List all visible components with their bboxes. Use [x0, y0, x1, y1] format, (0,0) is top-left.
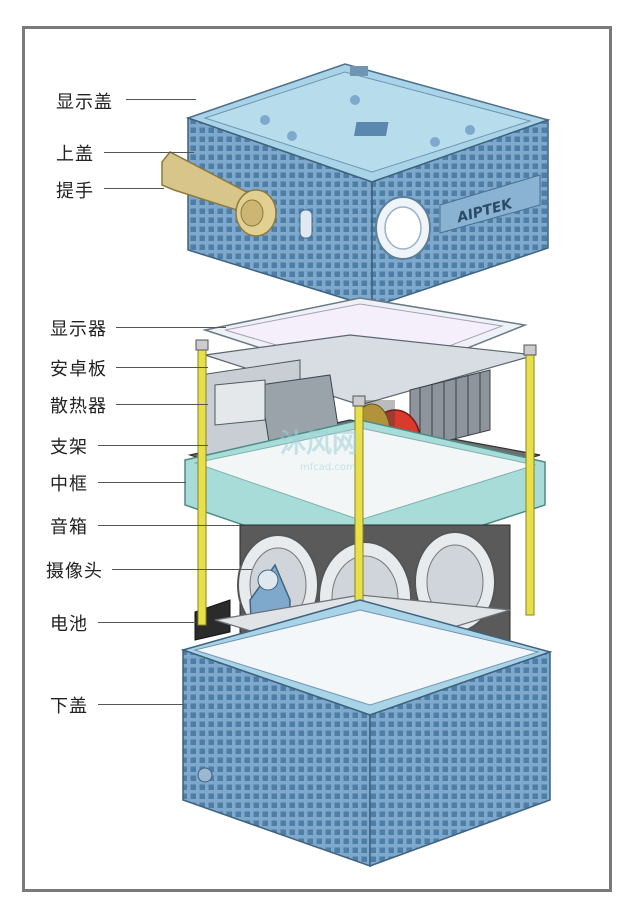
watermark: 沐风网 mfcad.com	[280, 429, 358, 473]
label-bracket: 支架	[50, 437, 88, 458]
leader-camera	[112, 569, 252, 570]
bottom-cover	[180, 599, 553, 868]
label-display-cover: 显示盖	[56, 92, 113, 113]
leader-middle-frame	[98, 482, 186, 483]
leader-bracket	[98, 445, 208, 446]
leader-android-board	[116, 367, 208, 368]
leader-speaker	[98, 525, 240, 526]
label-android-board: 安卓板	[50, 359, 107, 380]
leader-bottom-cover	[98, 704, 184, 705]
label-battery: 电池	[50, 614, 88, 635]
leader-handle	[104, 188, 164, 189]
label-middle-frame: 中框	[50, 474, 88, 495]
leader-top-cover	[104, 152, 194, 153]
label-heatsink: 散热器	[50, 396, 107, 417]
leader-battery	[98, 622, 196, 623]
label-handle: 提手	[56, 181, 94, 202]
support-rods	[195, 339, 537, 681]
label-bottom-cover: 下盖	[50, 696, 88, 717]
watermark-url: mfcad.com	[300, 462, 356, 473]
handle	[161, 151, 277, 237]
leader-heatsink	[116, 404, 208, 405]
top-cover: AIPTEK	[185, 63, 551, 309]
label-display: 显示器	[50, 319, 107, 340]
watermark-text: 沐风网	[280, 429, 358, 459]
label-speaker: 音箱	[50, 517, 88, 538]
leader-display-cover	[126, 99, 196, 100]
label-top-cover: 上盖	[56, 144, 94, 165]
leader-display	[116, 327, 226, 328]
label-camera: 摄像头	[46, 561, 103, 582]
